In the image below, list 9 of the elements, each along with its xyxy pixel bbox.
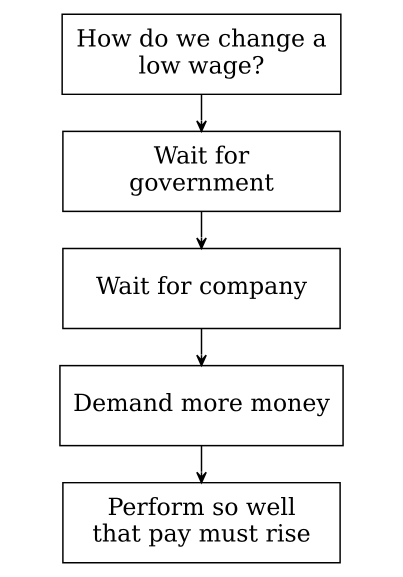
arrow bbox=[196, 212, 207, 250]
node-box: Wait for company bbox=[62, 248, 341, 330]
arrow bbox=[196, 328, 207, 366]
node-box: How do we change a low wage? bbox=[61, 14, 342, 96]
node-box: Demand more money bbox=[59, 364, 344, 446]
arrow bbox=[196, 446, 207, 484]
node-box: Perform so well that pay must rise bbox=[62, 482, 341, 564]
node-box: Wait for government bbox=[62, 130, 341, 212]
arrow bbox=[196, 94, 207, 132]
